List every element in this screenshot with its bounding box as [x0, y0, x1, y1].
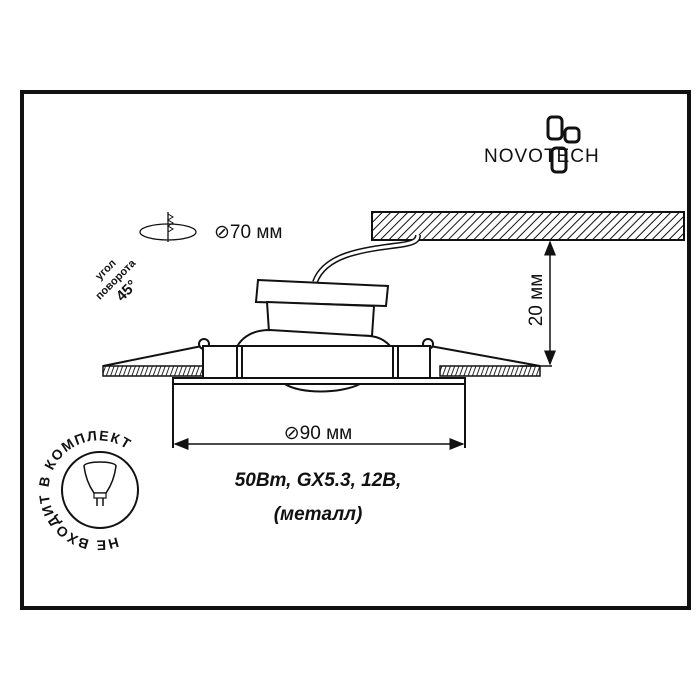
- trim-left: [102, 365, 204, 377]
- ceiling-hole-icon: [139, 212, 197, 242]
- outer-diameter-label: ⊘90 мм: [284, 423, 352, 444]
- luminaire-body: [172, 345, 466, 393]
- logo-text: NOVOTECH: [484, 146, 600, 167]
- cutout-diameter-label: ⊘70 мм: [214, 222, 282, 243]
- cable: [312, 234, 421, 284]
- rotation-angle-label: угол поворота 45°: [93, 257, 141, 305]
- trim-right: [439, 365, 541, 377]
- ceiling-section: [371, 211, 685, 241]
- novotech-logo: NOVOTECH: [484, 115, 600, 174]
- specs-line-1: 50Вт, GX5.3, 12В,: [235, 470, 402, 491]
- mr16-lamp-icon: [83, 461, 117, 506]
- lamp-not-included-badge: НЕ ВХОДИТ В КОМПЛЕКТ: [36, 427, 139, 554]
- frame-border: [20, 90, 691, 610]
- height-label: 20 мм: [526, 274, 547, 327]
- specs-line-2: (металл): [274, 504, 363, 525]
